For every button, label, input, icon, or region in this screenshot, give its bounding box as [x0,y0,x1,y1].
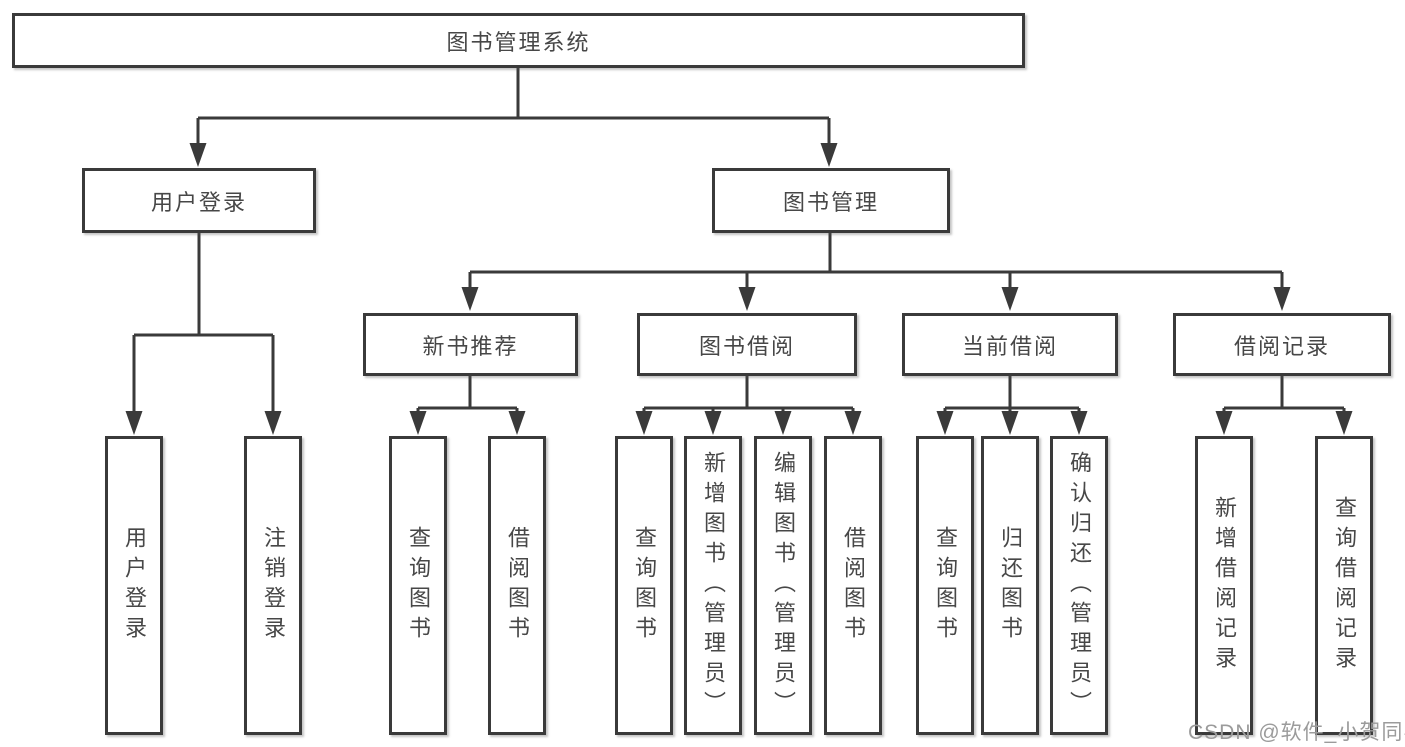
leaf-edit-book-admin: 编辑图书（管理员） [754,436,812,735]
node-label: 归还图书 [998,525,1023,646]
leaf-return-books: 归还图书 [981,436,1039,735]
node-label: 新增借阅记录 [1212,495,1237,676]
leaf-logout-login: 注销登录 [244,436,302,735]
node-label: 用户登录 [122,525,147,646]
node-label: 编辑图书（管理员） [771,450,796,721]
node-label: 查询图书 [933,525,958,646]
leaf-query-borrow-record: 查询借阅记录 [1315,436,1373,735]
node-label: 图书管理系统 [446,29,591,55]
node-label: 当前借阅 [961,333,1058,359]
node-library-system: 图书管理系统 [12,13,1025,68]
node-book-borrowing: 图书借阅 [637,313,857,376]
node-user-login: 用户登录 [82,168,316,233]
node-label: 借阅记录 [1233,333,1330,359]
node-label: 查询图书 [406,525,431,646]
leaf-query-books-borrowing: 查询图书 [615,436,673,735]
node-label: 借阅图书 [841,525,866,646]
leaf-borrow-books-recommend: 借阅图书 [488,436,546,735]
node-label: 图书管理 [782,189,879,215]
leaf-add-book-admin: 新增图书（管理员） [684,436,742,735]
watermark: CSDN @软件_小贺同学 [1188,721,1405,744]
node-label: 确认归还（管理员） [1067,450,1092,721]
leaf-confirm-return-admin: 确认归还（管理员） [1050,436,1108,735]
node-label: 注销登录 [261,525,286,646]
node-borrowing-records: 借阅记录 [1173,313,1391,376]
node-label: 查询图书 [632,525,657,646]
node-label: 用户登录 [150,189,247,215]
leaf-user-login: 用户登录 [105,436,163,735]
node-label: 查询借阅记录 [1332,495,1357,676]
node-label: 借阅图书 [505,525,530,646]
node-new-book-recommend: 新书推荐 [363,313,578,376]
node-book-management: 图书管理 [712,168,950,233]
leaf-add-borrow-record: 新增借阅记录 [1195,436,1253,735]
node-label: 新书推荐 [422,333,519,359]
leaf-query-books-current: 查询图书 [916,436,974,735]
leaf-query-books-recommend: 查询图书 [389,436,447,735]
leaf-borrow-books-borrowing: 借阅图书 [824,436,882,735]
node-label: 新增图书（管理员） [701,450,726,721]
node-label: 图书借阅 [698,333,795,359]
node-current-borrowing: 当前借阅 [902,313,1118,376]
